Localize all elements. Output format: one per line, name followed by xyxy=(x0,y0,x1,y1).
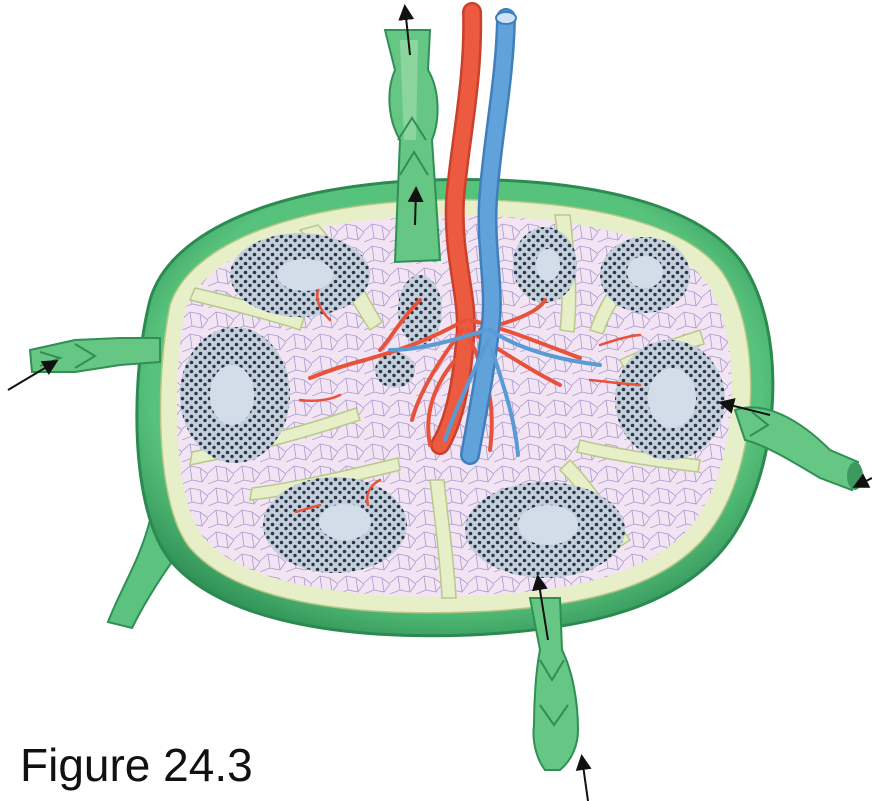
lymphoid-follicle xyxy=(513,227,577,303)
flow-arrow xyxy=(582,758,588,801)
figure-caption: Figure 24.3 xyxy=(20,742,253,788)
lymphoid-follicle xyxy=(263,477,407,573)
lymphoid-follicle xyxy=(615,340,725,460)
lymphoid-follicle xyxy=(230,233,370,317)
medullary-cord xyxy=(375,352,415,388)
lymphoid-follicle xyxy=(600,237,690,313)
flow-arrow xyxy=(415,190,416,225)
lymphoid-follicle xyxy=(465,482,625,578)
lymphoid-follicle xyxy=(180,327,290,463)
